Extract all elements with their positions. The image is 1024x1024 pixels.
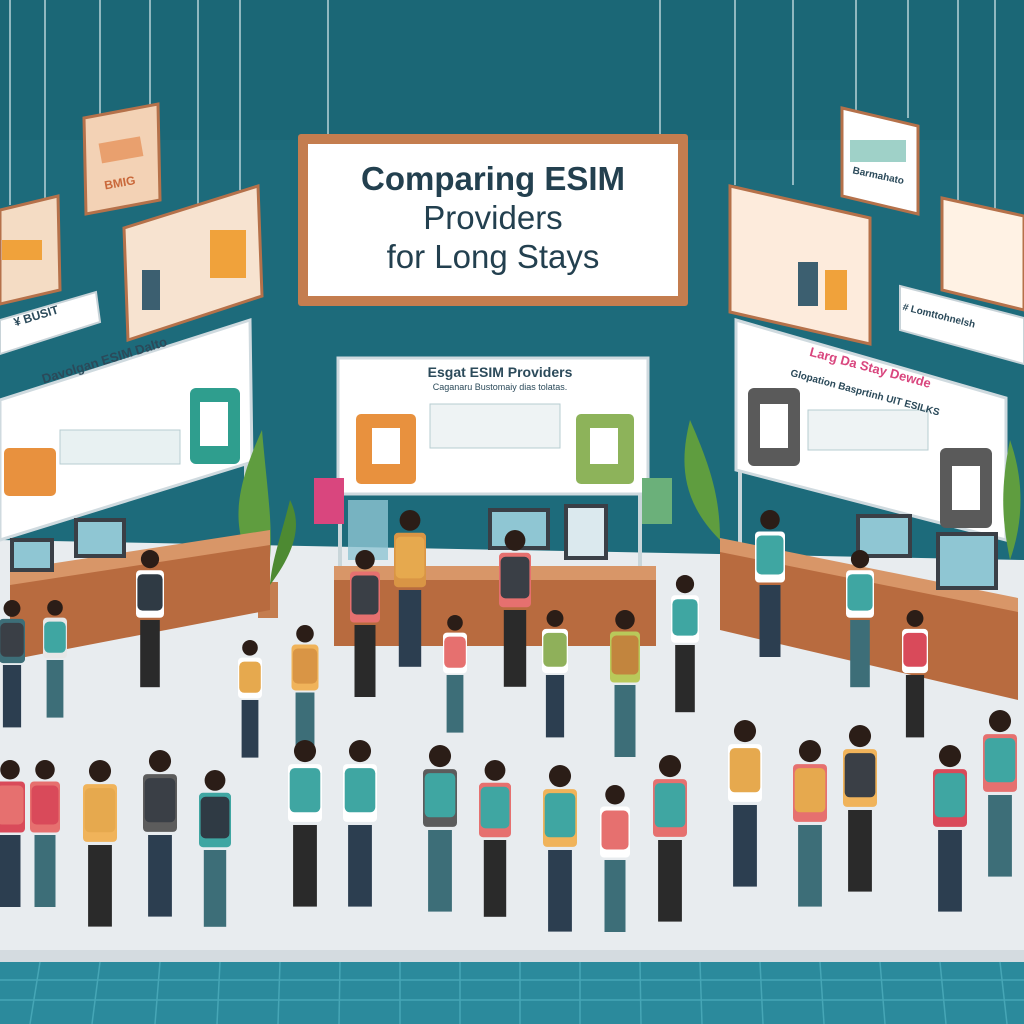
- floor-edge: [0, 950, 1024, 962]
- traveler: [846, 550, 874, 688]
- traveler: [902, 610, 928, 738]
- traveler: [394, 510, 426, 667]
- title-banner: [298, 134, 688, 306]
- hanging-sign-right-1: [840, 106, 920, 216]
- traveler: [423, 745, 457, 912]
- traveler: [30, 760, 60, 907]
- traveler: [543, 765, 577, 932]
- banner-title-line-2: Providers: [423, 198, 563, 236]
- traveler: [983, 710, 1017, 877]
- center-board-heading: Esgat ESIM Providers: [427, 364, 573, 380]
- traveler: [288, 740, 322, 907]
- traveler: [843, 725, 877, 892]
- counter-center: [334, 500, 656, 646]
- hanging-sign-right-2: [728, 184, 872, 346]
- hanging-sign-right-3: [940, 196, 1024, 312]
- tile-grid: [0, 961, 1024, 1024]
- traveler: [43, 600, 67, 718]
- hanging-sign-left-2: [122, 183, 264, 343]
- traveler: [793, 740, 827, 907]
- traveler: [499, 530, 531, 687]
- traveler-crowd: [0, 510, 1017, 932]
- hanging-sign-left-3: [0, 194, 62, 306]
- traveler: [199, 770, 231, 927]
- traveler: [933, 745, 967, 912]
- info-board-right: [734, 318, 1008, 560]
- pink-stand-sign: [314, 478, 344, 524]
- tiled-foreground: [0, 962, 1024, 1024]
- traveler: [671, 575, 699, 713]
- banner-title-line-3: for Long Stays: [386, 237, 600, 275]
- traveler: [143, 750, 177, 917]
- traveler: [600, 785, 630, 932]
- traveler: [443, 615, 467, 733]
- traveler: [238, 640, 262, 758]
- banner-title-line-1: Comparing ESIM: [360, 159, 626, 197]
- traveler: [755, 510, 785, 657]
- center-board-subheading: Caganaru Bustomaiy dias tolatas.: [432, 382, 568, 392]
- traveler: [0, 760, 25, 907]
- traveler: [350, 550, 380, 697]
- traveler: [542, 610, 568, 738]
- traveler: [83, 760, 117, 927]
- hanging-strings: [9, 0, 996, 210]
- traveler: [728, 720, 762, 887]
- hanging-sign-left-1: [82, 102, 162, 216]
- traveler: [479, 760, 511, 917]
- info-board-center: [336, 356, 650, 570]
- hanging-sign-left-4: [0, 290, 102, 356]
- traveler: [653, 755, 687, 922]
- traveler: [343, 740, 377, 907]
- banner-title: Comparing ESIM Providers for Long Stays: [318, 152, 668, 282]
- green-stand-sign: [642, 478, 672, 524]
- plant-right: [684, 420, 1021, 560]
- hanging-sign-right-4: [899, 284, 1024, 366]
- traveler: [610, 610, 640, 757]
- traveler: [136, 550, 164, 688]
- traveler: [0, 600, 25, 728]
